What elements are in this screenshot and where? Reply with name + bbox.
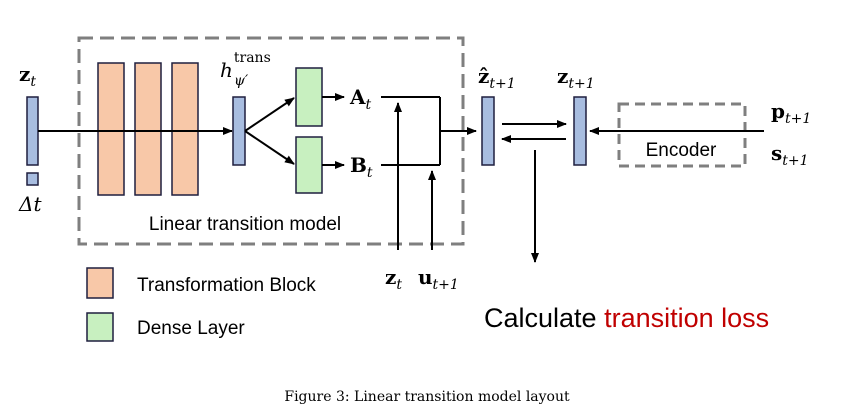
legend-label-transformation: Transformation Block bbox=[137, 275, 316, 296]
z-t-vector bbox=[26, 96, 39, 166]
transformation-block-1 bbox=[97, 62, 125, 196]
b-t-label: Bt bbox=[350, 153, 373, 181]
z-t-symbol: z bbox=[19, 62, 30, 86]
p-next-label: pt+1 bbox=[771, 99, 811, 127]
z-t-bottom-label: zt bbox=[385, 265, 402, 293]
a-t-label: At bbox=[349, 85, 372, 113]
z-hat-next-symbol: ẑ bbox=[478, 64, 489, 88]
z-t-label: zt bbox=[19, 62, 36, 90]
dense-layer-a bbox=[295, 67, 323, 127]
h-trans-label: htrans ψ′ bbox=[220, 50, 271, 89]
z-t-bottom-symbol: z bbox=[385, 265, 396, 289]
a-t-subscript: t bbox=[366, 97, 372, 113]
h-trans-vector bbox=[232, 96, 246, 166]
encoder-box bbox=[617, 102, 747, 168]
a-t-symbol: A bbox=[349, 85, 366, 109]
z-hat-next-label: ẑt+1 bbox=[478, 64, 516, 92]
u-next-subscript: t+1 bbox=[433, 277, 459, 293]
loss-transition-loss: transition loss bbox=[604, 303, 769, 333]
h-trans-symbol: h bbox=[220, 58, 233, 82]
loss-calculate: Calculate bbox=[484, 303, 604, 333]
s-next-label: st+1 bbox=[771, 141, 809, 169]
z-hat-next-subscript: t+1 bbox=[489, 76, 515, 92]
loss-text: Calculate transition loss bbox=[484, 303, 769, 333]
z-next-vector bbox=[573, 96, 587, 166]
z-next-subscript: t+1 bbox=[568, 76, 594, 92]
p-next-subscript: t+1 bbox=[785, 111, 811, 127]
z-next-label: zt+1 bbox=[557, 64, 595, 92]
legend-swatch-dense bbox=[86, 312, 114, 342]
s-next-symbol: s bbox=[771, 141, 782, 165]
p-next-symbol: p bbox=[771, 99, 785, 123]
transformation-block-3 bbox=[171, 62, 199, 196]
linear-transition-model-box bbox=[77, 36, 465, 246]
legend-swatch-transformation bbox=[86, 267, 114, 299]
b-t-subscript: t bbox=[367, 165, 373, 181]
u-next-label: ut+1 bbox=[418, 265, 459, 293]
b-t-symbol: B bbox=[350, 153, 367, 177]
delta-t-label: Δt bbox=[18, 192, 42, 216]
arrow-h-to-dense-b bbox=[244, 130, 295, 165]
legend-label-dense: Dense Layer bbox=[137, 318, 245, 339]
s-next-subscript: t+1 bbox=[782, 153, 808, 169]
z-t-bottom-subscript: t bbox=[396, 277, 402, 293]
figure-caption: Figure 3: Linear transition model layout bbox=[284, 389, 570, 405]
dense-layer-b bbox=[295, 136, 323, 194]
h-trans-subscript: ψ′ bbox=[234, 73, 249, 89]
encoder-label: Encoder bbox=[646, 140, 717, 161]
arrow-h-to-dense-a bbox=[244, 97, 295, 132]
transformation-block-2 bbox=[134, 62, 162, 196]
z-t-subscript: t bbox=[30, 74, 36, 90]
h-trans-superscript: trans bbox=[234, 50, 271, 66]
linear-transition-model-label: Linear transition model bbox=[149, 214, 341, 235]
u-next-symbol: u bbox=[418, 265, 433, 289]
z-hat-next-vector bbox=[481, 96, 495, 166]
z-next-symbol: z bbox=[557, 64, 568, 88]
delta-t-vector bbox=[26, 172, 39, 186]
